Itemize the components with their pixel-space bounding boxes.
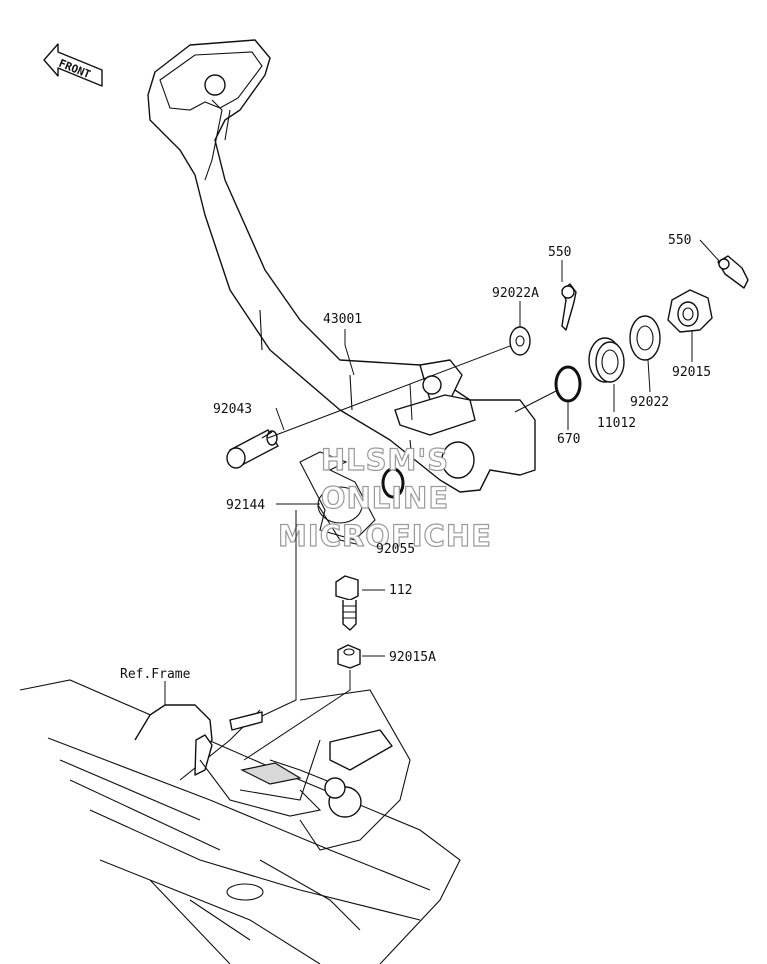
seal-11012-part <box>588 337 625 383</box>
label-550-b: 550 <box>668 233 691 248</box>
label-92015: 92015 <box>672 365 711 380</box>
frame-drawing <box>19 679 461 964</box>
cotter-pin-550b-part <box>717 255 749 289</box>
label-92055: 92055 <box>376 542 415 557</box>
label-ref-frame: Ref.Frame <box>120 667 191 682</box>
o-ring-670-part <box>554 365 582 403</box>
label-92015A: 92015A <box>389 650 436 665</box>
label-92022: 92022 <box>630 395 669 410</box>
spring-92144-part <box>299 451 376 546</box>
label-670: 670 <box>557 432 580 447</box>
bolt-112-part <box>335 575 359 631</box>
watermark-line-2: ONLINE <box>321 481 449 515</box>
pin-92043-part <box>226 429 279 469</box>
label-92144: 92144 <box>226 498 265 513</box>
front-arrow-icon: FRONT <box>43 43 103 87</box>
label-550-a: 550 <box>548 245 571 260</box>
label-11012: 11012 <box>597 416 636 431</box>
label-92022A: 92022A <box>492 286 539 301</box>
nut-92015A-part <box>337 644 361 669</box>
washer-92022-part <box>629 315 661 361</box>
o-ring-92055-part <box>381 467 405 499</box>
watermark-line-1: HLSM'S <box>321 443 449 477</box>
watermark: HLSM'S ONLINE MICROFICHE <box>277 442 492 553</box>
label-92043: 92043 <box>213 402 252 417</box>
part-labels: 43001 92043 92144 92055 112 92015A Ref.F… <box>120 233 711 682</box>
label-112: 112 <box>389 583 412 598</box>
nut-92015-part <box>667 289 713 333</box>
washer-92022A-part <box>509 326 531 356</box>
leader-lines <box>164 239 721 761</box>
watermark-line-3: MICROFICHE <box>278 519 492 553</box>
label-43001: 43001 <box>323 312 362 327</box>
cotter-pin-550a-part <box>561 283 577 331</box>
brake-pedal-part <box>147 39 536 493</box>
